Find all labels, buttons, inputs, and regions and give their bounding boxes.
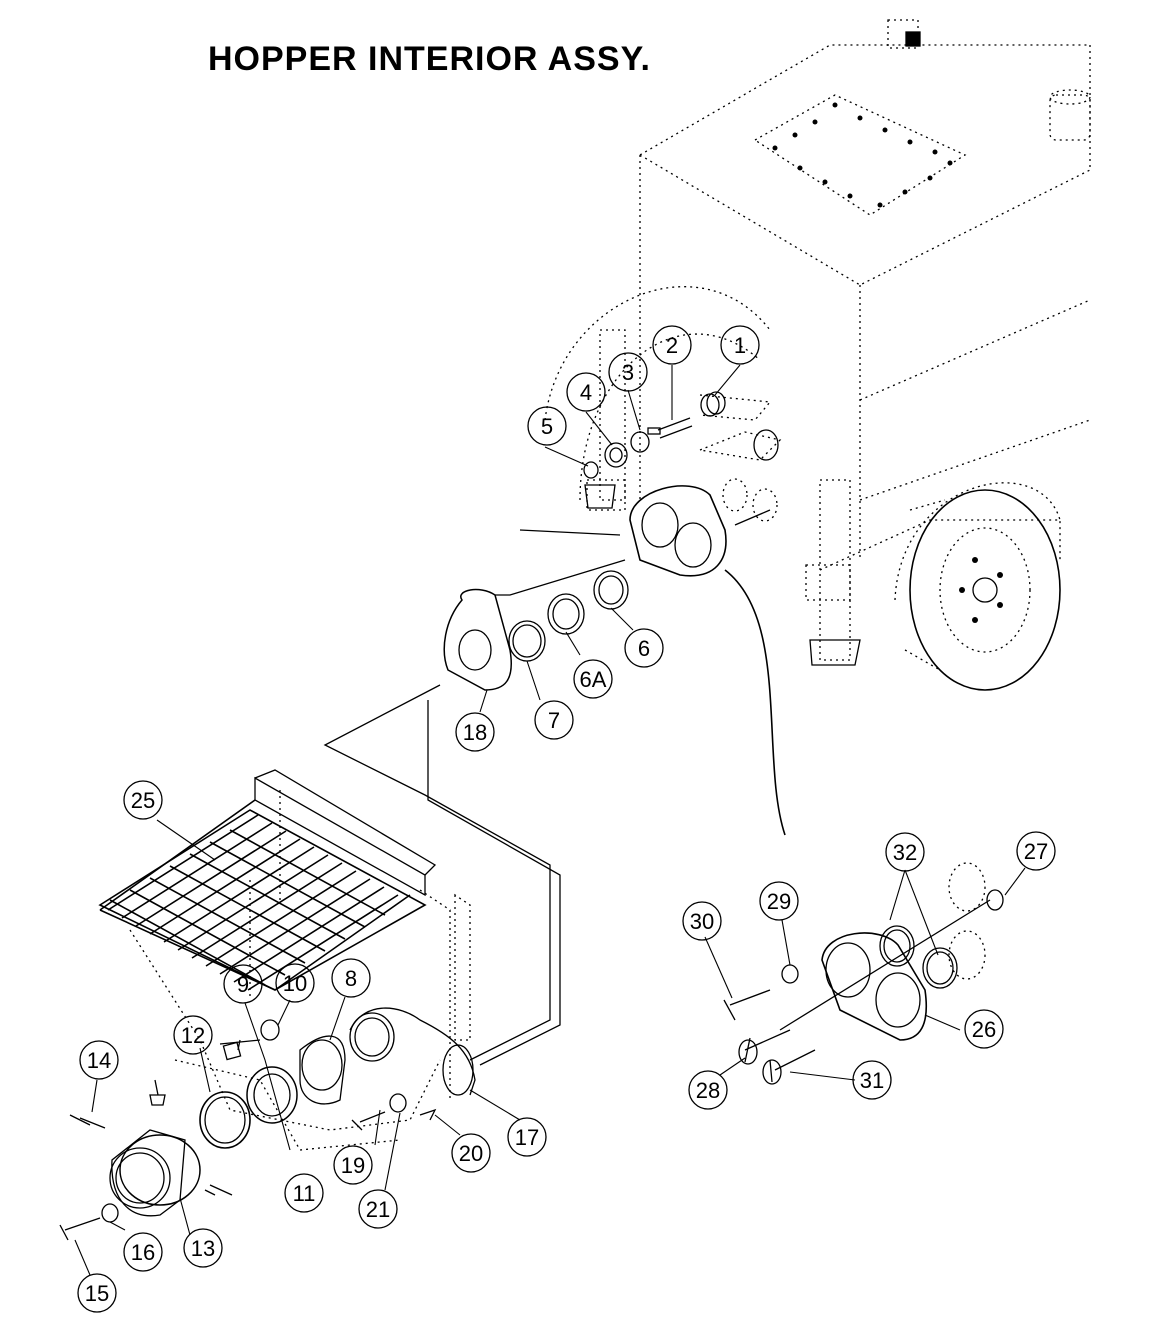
callout-circle-26 [964,1009,1004,1049]
callout-12: 12 [181,1023,205,1048]
callout-7: 7 [548,708,560,733]
rear-wheel [904,489,1061,691]
callout-30: 30 [690,909,714,934]
callout-10: 10 [283,971,307,996]
callout-1: 1 [734,333,746,358]
callout-circle-4 [566,372,606,412]
callout-circle-21 [358,1189,398,1229]
callout-6a: 6A [580,667,607,692]
callout-circle-11 [284,1173,324,1213]
callout-circle-10 [275,963,315,1003]
callout-27: 27 [1024,839,1048,864]
callout-circle-17 [507,1117,547,1157]
callout-circle-5 [527,406,567,446]
right-detail-assembly [723,862,1004,1085]
callout-circle-6a [573,659,613,699]
callout-circle-30 [682,901,722,941]
callout-3: 3 [622,360,634,385]
callout-circle-20 [451,1133,491,1173]
callout-circle-29 [759,881,799,921]
leader-lines [74,364,1026,1276]
callout-18: 18 [463,720,487,745]
callout-13: 13 [191,1236,215,1261]
callout-16: 16 [131,1240,155,1265]
callout-9: 9 [237,972,249,997]
hopper-box [99,769,471,1151]
callout-circle-15 [77,1273,117,1313]
callout-32: 32 [893,840,917,865]
callout-circle-19 [333,1145,373,1185]
callout-circle-8 [331,958,371,998]
callout-circle-6 [624,628,664,668]
callout-31: 31 [860,1068,884,1093]
callout-circle-13 [183,1228,223,1268]
top-bracket [887,19,921,49]
outrigger-jacks [584,329,861,666]
callout-25: 25 [131,788,155,813]
hopper-lid [753,94,967,216]
callout-circle-14 [79,1040,119,1080]
grate-25 [98,809,427,991]
callout-26: 26 [972,1017,996,1042]
callout-21: 21 [366,1197,390,1222]
callout-15: 15 [85,1281,109,1306]
parts-1-5 [583,391,782,479]
callout-circle-27 [1016,831,1056,871]
callout-circle-2 [652,325,692,365]
callout-circle-7 [534,700,574,740]
callout-circle-12 [173,1015,213,1055]
callout-circle-1 [720,325,760,365]
callout-11: 11 [293,1181,316,1206]
callout-circle-18 [455,712,495,752]
callout-circle-32 [885,832,925,872]
callout-5: 5 [541,414,553,439]
truck-body [544,44,1091,601]
callout-circle-31 [852,1060,892,1100]
pump-mount-plate [519,478,778,577]
callout-6: 6 [638,636,650,661]
beacon-light [1049,89,1091,141]
callout-circle-28 [688,1070,728,1110]
bottom-discharge-assembly [59,1007,476,1241]
callout-14: 14 [87,1048,111,1073]
callout-circle-9 [223,964,263,1004]
callouts: 1 2 3 4 5 6 6A 7 18 25 9 10 8 12 14 11 1… [77,325,1056,1313]
callout-20: 20 [459,1141,483,1166]
callout-circle-25 [123,780,163,820]
plate-18-and-seals [443,559,629,691]
hose-lines [323,569,786,1066]
callout-29: 29 [767,889,791,914]
callout-4: 4 [580,380,592,405]
callout-2: 2 [666,333,678,358]
callout-circle-3 [608,352,648,392]
callout-circle-16 [123,1232,163,1272]
callout-17: 17 [515,1125,539,1150]
callout-19: 19 [341,1153,365,1178]
diagram-title: HOPPER INTERIOR ASSY. [208,40,651,78]
callout-8: 8 [345,966,357,991]
callout-28: 28 [696,1078,720,1103]
